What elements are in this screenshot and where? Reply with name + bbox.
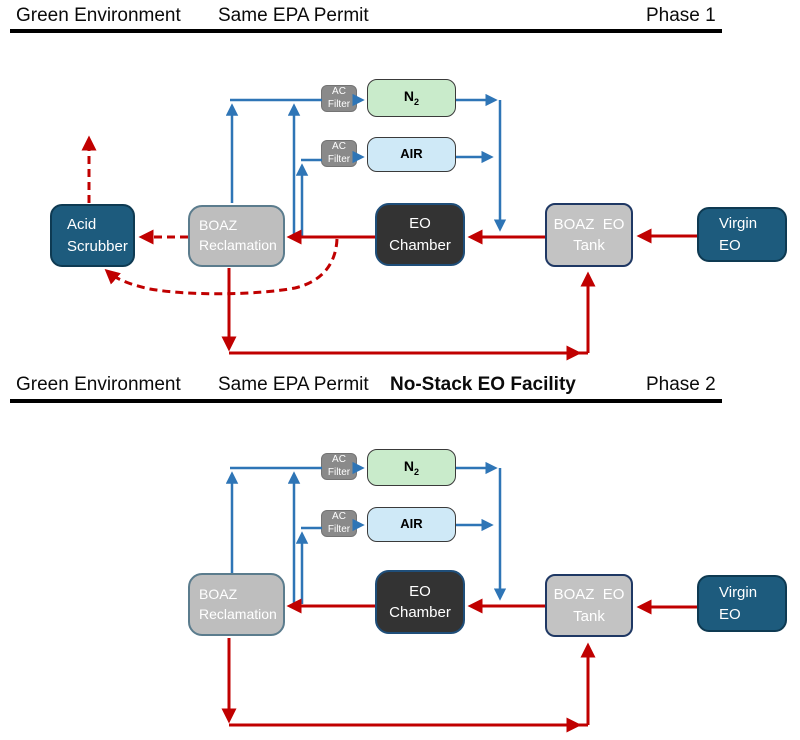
ac-filter-bottom-box: AC Filter [321, 140, 357, 167]
phase1-header-same-epa-permit: Same EPA Permit [218, 5, 369, 26]
air-box-phase2: AIR [367, 507, 456, 542]
air-box: AIR [367, 137, 456, 172]
virgin-eo-box-phase2: Virgin EO [697, 575, 787, 632]
boaz-eo-tank-box-phase2: BOAZ EO Tank [545, 574, 633, 637]
phase2-header-no-stack-label: No-Stack EO Facility [390, 374, 576, 395]
acid-scrubber-box: Acid Scrubber [50, 204, 135, 267]
phase2-header-green-environment: Green Environment [16, 374, 181, 395]
phase2-divider-rule [10, 399, 722, 403]
boaz-eo-tank-box: BOAZ EO Tank [545, 203, 633, 267]
n2-box-phase2: N2 [367, 449, 456, 486]
virgin-eo-box: Virgin EO [697, 207, 787, 262]
boaz-reclamation-box-phase2: BOAZ Reclamation [188, 573, 285, 636]
ac-filter-bottom-box-phase2: AC Filter [321, 510, 357, 537]
phase1-header-green-environment: Green Environment [16, 5, 181, 26]
phase1-header-phase-label: Phase 1 [646, 5, 716, 26]
n2-box: N2 [367, 79, 456, 117]
phase2-header-phase-label: Phase 2 [646, 374, 716, 395]
boaz-reclamation-box: BOAZ Reclamation [188, 205, 285, 267]
phase1-divider-rule [10, 29, 722, 33]
eo-chamber-box-phase2: EO Chamber [375, 570, 465, 634]
eo-chamber-box: EO Chamber [375, 203, 465, 266]
ac-filter-top-box-phase2: AC Filter [321, 453, 357, 480]
ac-filter-top-box: AC Filter [321, 85, 357, 112]
phase2-header-same-epa-permit: Same EPA Permit [218, 374, 369, 395]
